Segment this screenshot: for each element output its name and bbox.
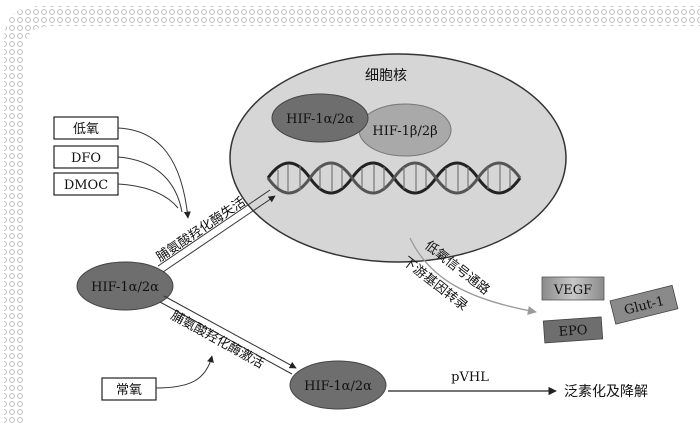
arrow-to-degradation-path bbox=[159, 295, 297, 375]
condition-arrows bbox=[117, 127, 191, 219]
condition-label-dmoc: DMOC bbox=[64, 178, 108, 193]
gene-label-epo: EPO bbox=[558, 323, 588, 340]
arrow-to-nucleus bbox=[157, 189, 276, 273]
condition-label-hypoxia: 低氧 bbox=[73, 122, 99, 137]
hif-alpha-lower-node bbox=[289, 360, 387, 410]
dna-helix bbox=[266, 161, 522, 195]
gene-box-epo: EPO bbox=[542, 316, 604, 344]
condition-label-dfo: DFO bbox=[71, 151, 101, 166]
hif-alpha-cytoplasm-label: HIF-1α/2α bbox=[91, 280, 159, 295]
nucleus bbox=[229, 53, 567, 263]
normoxia-arrow bbox=[155, 355, 214, 389]
gene-label-vegf: VEGF bbox=[553, 283, 592, 298]
signal-arrow bbox=[409, 237, 537, 316]
activation-label: 脯氨酸羟化酶激活 bbox=[168, 308, 267, 372]
normoxia-box bbox=[101, 377, 157, 401]
nucleus-label: 细胞核 bbox=[365, 68, 407, 84]
hif-alpha-nucleus-label: HIF-1α/2α bbox=[286, 112, 354, 127]
hif-alpha-cytoplasm-node bbox=[76, 261, 174, 311]
hif-alpha-nucleus-node bbox=[271, 93, 369, 143]
gene-box-vegf bbox=[541, 276, 605, 301]
normoxia-label: 常氧 bbox=[116, 383, 142, 398]
gene-box-glut1: Glut-1 bbox=[609, 284, 679, 325]
degradation-label: 泛素化及降解 bbox=[564, 384, 648, 400]
pvhl-label: pVHL bbox=[451, 370, 489, 385]
hif-alpha-lower-label: HIF-1α/2α bbox=[304, 379, 372, 394]
inactivation-label: 脯氨酸羟化酶失活 bbox=[153, 194, 248, 265]
hif-beta-label: HIF-1β/2β bbox=[372, 124, 437, 139]
